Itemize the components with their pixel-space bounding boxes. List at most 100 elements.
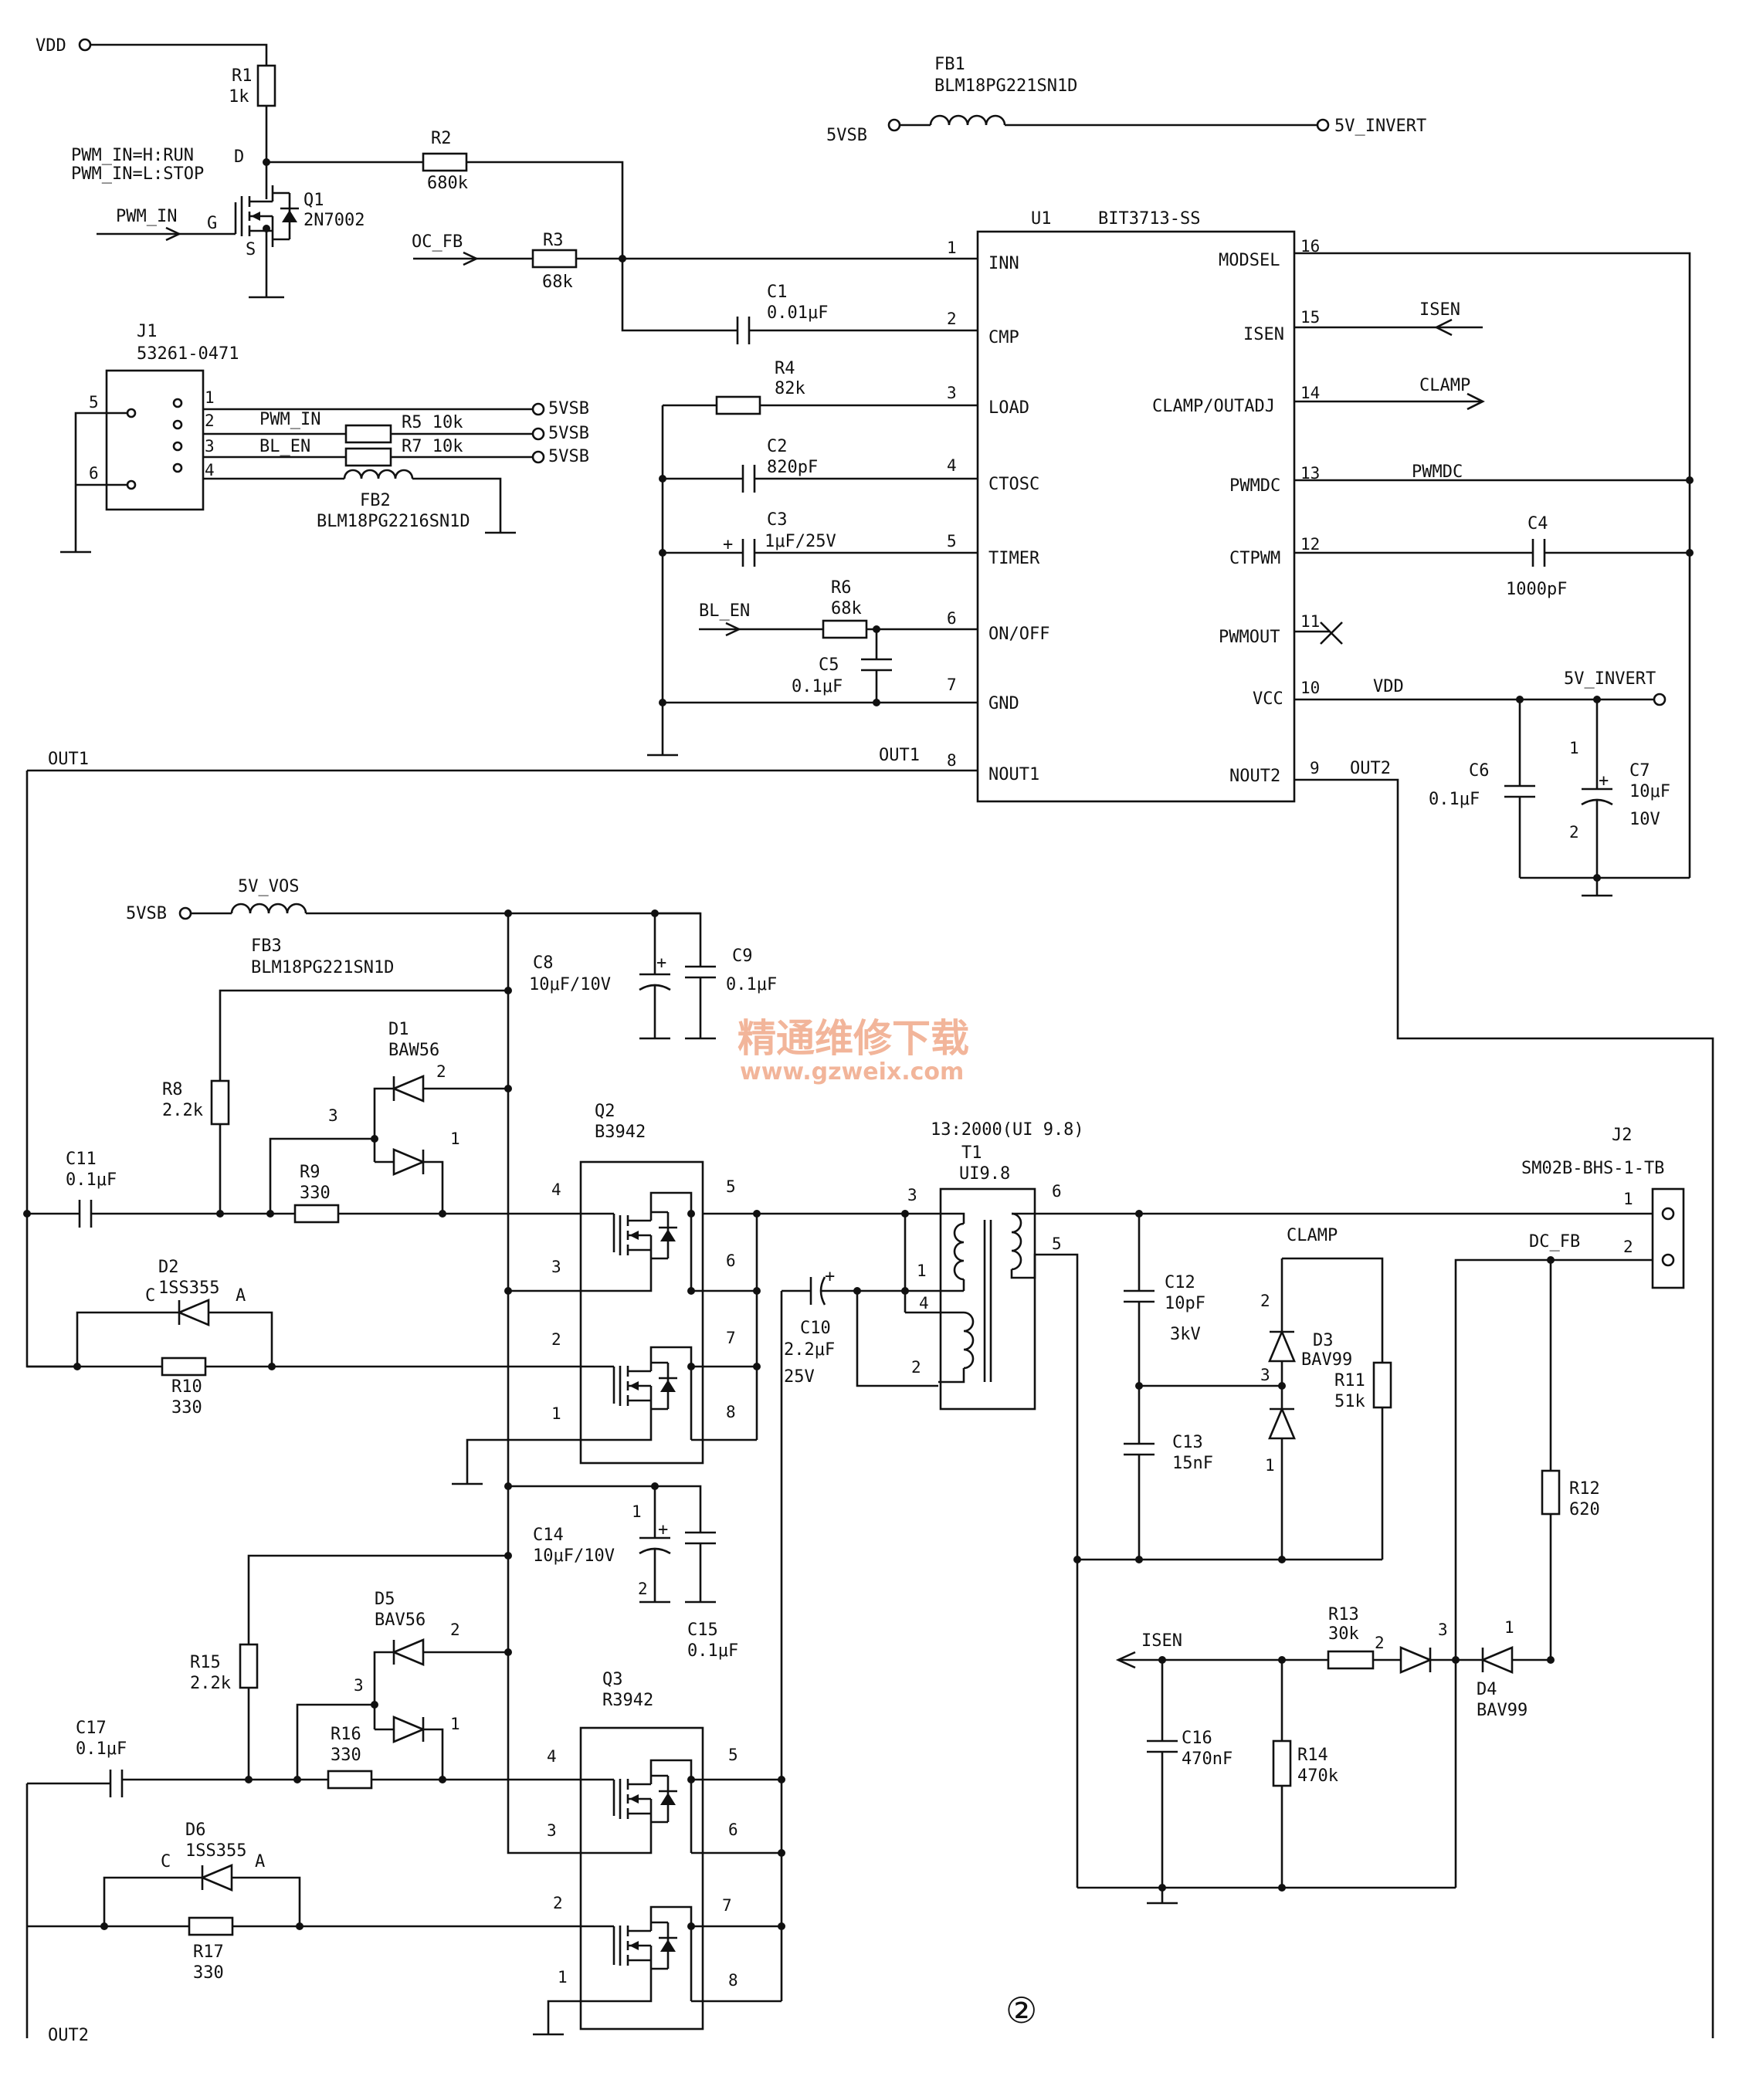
- pin-ctosc: CTOSC: [988, 475, 1039, 494]
- r13-value: 30k: [1328, 1624, 1359, 1644]
- q3-pin3: 3: [547, 1821, 557, 1840]
- d3-value: BAV99: [1301, 1350, 1352, 1370]
- 5v-invert-label-2: 5V_INVERT: [1564, 669, 1656, 689]
- r15-ref: R15: [190, 1653, 221, 1672]
- inductor-fb3: [230, 903, 307, 914]
- resistor-r9: [293, 1204, 340, 1224]
- fb1-value: BLM18PG221SN1D: [934, 76, 1077, 96]
- r1-ref: R1: [232, 66, 253, 86]
- r11-value: 51k: [1334, 1392, 1365, 1411]
- out2-label-b: OUT2: [48, 2026, 89, 2045]
- r12-value: 620: [1569, 1500, 1600, 1519]
- resistor-r1: [256, 64, 276, 107]
- mosfet-q1: [240, 184, 300, 249]
- out-nets: OUT1 OUT1 OUT2 OUT2: [25, 746, 1714, 2045]
- j2-pin1: 1: [1623, 1190, 1633, 1208]
- u1-ref: U1: [1031, 209, 1052, 229]
- diode-d1a: [391, 1075, 425, 1102]
- d5-value: BAV56: [375, 1611, 426, 1630]
- oc-fb-section: OC_FB R3 68k C1 0.01μF: [412, 231, 978, 344]
- d6-c-pin: C: [161, 1852, 171, 1871]
- out1-label-b: OUT1: [879, 746, 920, 765]
- r3-value: 68k: [542, 273, 573, 292]
- pin-nout2: NOUT2: [1229, 767, 1280, 786]
- u1-pin11: 11: [1300, 612, 1320, 631]
- d5-ref: D5: [375, 1590, 395, 1609]
- c10-voltage: 25V: [784, 1367, 815, 1387]
- bl-en-label: BL_EN: [699, 601, 750, 621]
- j1-value: 53261-0471: [137, 344, 239, 364]
- r6-ref: R6: [831, 578, 852, 598]
- c7-pin2: 2: [1569, 823, 1579, 842]
- pwm-run-note: PWM_IN=H:RUN: [71, 146, 194, 165]
- isen-net-label: ISEN: [1141, 1631, 1182, 1651]
- c14-ref: C14: [533, 1526, 564, 1545]
- diode-d3a: [1268, 1329, 1296, 1363]
- fb1-5v-invert-label: 5V_INVERT: [1334, 117, 1426, 136]
- c16-ref: C16: [1182, 1729, 1212, 1748]
- d3-pin3: 3: [1260, 1366, 1270, 1384]
- c15-value: 0.1μF: [687, 1641, 738, 1661]
- r17-value: 330: [193, 1963, 224, 1983]
- d5-pin2: 2: [450, 1621, 460, 1639]
- resistor-r13: [1327, 1650, 1375, 1670]
- u1-left-network: R4 82k C2 820pF + C3 1μF/25V BL_EN R6 68…: [647, 359, 978, 757]
- pin-modsel: MODSEL: [1219, 251, 1280, 270]
- c11-ref: C11: [66, 1150, 97, 1169]
- q2-pin3: 3: [551, 1258, 561, 1276]
- d1-pin2: 2: [436, 1062, 446, 1081]
- u1-pin15: 15: [1300, 308, 1320, 327]
- q2-pin6: 6: [726, 1252, 736, 1270]
- c7-pin1: 1: [1569, 739, 1579, 757]
- fb1-5vsb-label: 5VSB: [826, 126, 867, 145]
- t1-pin2: 2: [911, 1358, 921, 1377]
- c12-value: 10pF: [1165, 1294, 1205, 1313]
- t1-ref: T1: [961, 1143, 982, 1163]
- c5-value: 0.1μF: [792, 677, 843, 696]
- d1-pin1: 1: [450, 1130, 460, 1148]
- resistor-r12: [1541, 1469, 1561, 1516]
- d4-pin2: 2: [1375, 1634, 1385, 1652]
- q2-pin2: 2: [551, 1330, 561, 1349]
- watermark-cn: 精通维修下载: [737, 1016, 969, 1061]
- q1-d-pin: D: [234, 147, 244, 167]
- c12-voltage: 3kV: [1170, 1325, 1201, 1344]
- r15-value: 2.2k: [190, 1674, 231, 1693]
- j1-blen-label: BL_EN: [259, 437, 310, 456]
- u1-pin1: 1: [947, 239, 957, 257]
- q3-pin2: 2: [553, 1894, 563, 1912]
- vdd-input-section: VDD R1 1k D PWM_IN=H:RUN PWM_IN=L:STOP P…: [36, 36, 624, 299]
- c16-value: 470nF: [1182, 1749, 1233, 1769]
- q3-pin8: 8: [728, 1971, 738, 1990]
- r16-value: 330: [331, 1746, 361, 1765]
- vos-supply: 5V_VOS 5VSB FB3 BLM18PG221SN1D + C8 10μF…: [126, 877, 777, 1839]
- q1-value: 2N7002: [303, 211, 365, 230]
- r8-value: 2.2k: [162, 1101, 203, 1120]
- resistor-r6: [822, 619, 868, 639]
- inductor-fb1: [929, 114, 1006, 126]
- c2-value: 820pF: [767, 458, 818, 477]
- r6-value: 68k: [831, 599, 862, 618]
- c11-value: 0.1μF: [66, 1170, 117, 1190]
- resistor-r15: [239, 1643, 259, 1689]
- r2-ref: R2: [431, 129, 452, 148]
- diode-d2: [176, 1299, 210, 1326]
- r2-value: 680k: [427, 174, 468, 193]
- isen-arrow-label: ISEN: [1419, 300, 1460, 320]
- resistor-r14: [1272, 1739, 1292, 1787]
- c5-ref: C5: [819, 655, 839, 675]
- lower-driver: R15 2.2k D5 BAV56 2 3 1 C17 0.1μF R16 33…: [27, 1552, 581, 2036]
- figure-number: ②: [1005, 1990, 1037, 2031]
- u1-pin5: 5: [947, 532, 957, 550]
- q3-ref: Q3: [602, 1670, 623, 1689]
- t1-pin5: 5: [1052, 1235, 1062, 1253]
- q2-pin1: 1: [551, 1404, 561, 1423]
- diode-d4b: [1399, 1646, 1433, 1674]
- r4-value: 82k: [775, 379, 805, 398]
- r9-value: 330: [300, 1184, 331, 1203]
- upper-driver: R8 2.2k D1 BAW56 2 3 1 C11 0.1μF R9 330 …: [23, 987, 581, 1485]
- pin-gnd: GND: [988, 694, 1019, 713]
- pin-inn: INN: [988, 254, 1019, 273]
- inductor-fb2: [343, 469, 414, 479]
